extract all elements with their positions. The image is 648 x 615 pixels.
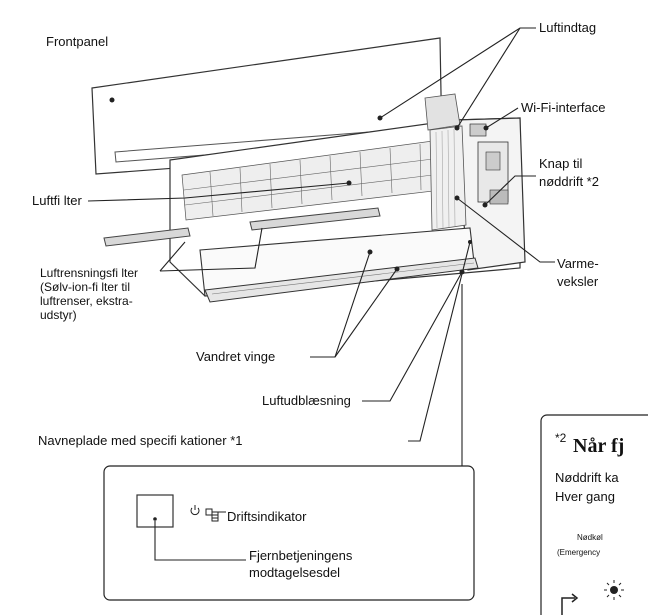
label-luftrens-line4: udstyr)	[40, 308, 77, 322]
air-cleaning-filters	[103, 207, 381, 247]
horizontal-vane	[204, 257, 479, 303]
label-vandret-vinge: Vandret vinge	[196, 349, 275, 364]
label-frontpanel: Frontpanel	[46, 34, 108, 49]
note-superscript: *2	[555, 431, 567, 445]
sun-icon	[604, 580, 624, 600]
note-line2: Hver gang	[555, 489, 615, 504]
leader-lines	[87, 27, 555, 466]
label-luftrens-line3: luftrenser, ekstra-	[40, 294, 133, 308]
label-wifi-interface: Wi-Fi-interface	[521, 100, 606, 115]
label-varme-line2: veksler	[557, 274, 599, 289]
label-luftindtag: Luftindtag	[539, 20, 596, 35]
label-knap-line1: Knap til	[539, 156, 582, 171]
label-driftsindikator: Driftsindikator	[227, 509, 307, 524]
note-label-da: Nødkøl	[577, 533, 603, 542]
label-luftudblaesning: Luftudblæsning	[262, 393, 351, 408]
label-fjern-line1: Fjernbetjeningens	[249, 548, 353, 563]
label-luftfilter: Luftfi lter	[32, 193, 83, 208]
label-knap-line2: nøddrift *2	[539, 174, 599, 189]
indicator-lamp-icon	[205, 508, 226, 522]
power-icon	[190, 505, 200, 516]
emergency-note-box: *2 Når fj Nøddrift ka Hver gang Nødkøl (…	[540, 414, 648, 615]
note-line1: Nøddrift ka	[555, 470, 619, 485]
label-navneplade: Navneplade med specifi kationer *1	[38, 433, 243, 448]
note-title: Når fj	[573, 435, 624, 457]
note-label-en: (Emergency	[557, 548, 600, 557]
label-varme-line1: Varme-	[557, 256, 599, 271]
indicator-detail-box: Driftsindikator Fjernbetjeningens modtag…	[103, 465, 475, 601]
label-luftrens-line2: (Sølv-ion-fi lter til	[40, 280, 130, 294]
corner-arrow-icon	[561, 593, 579, 615]
label-luftrens-line1: Luftrensningsfi lter	[40, 266, 138, 280]
label-fjern-line2: modtagelsesdel	[249, 565, 340, 580]
